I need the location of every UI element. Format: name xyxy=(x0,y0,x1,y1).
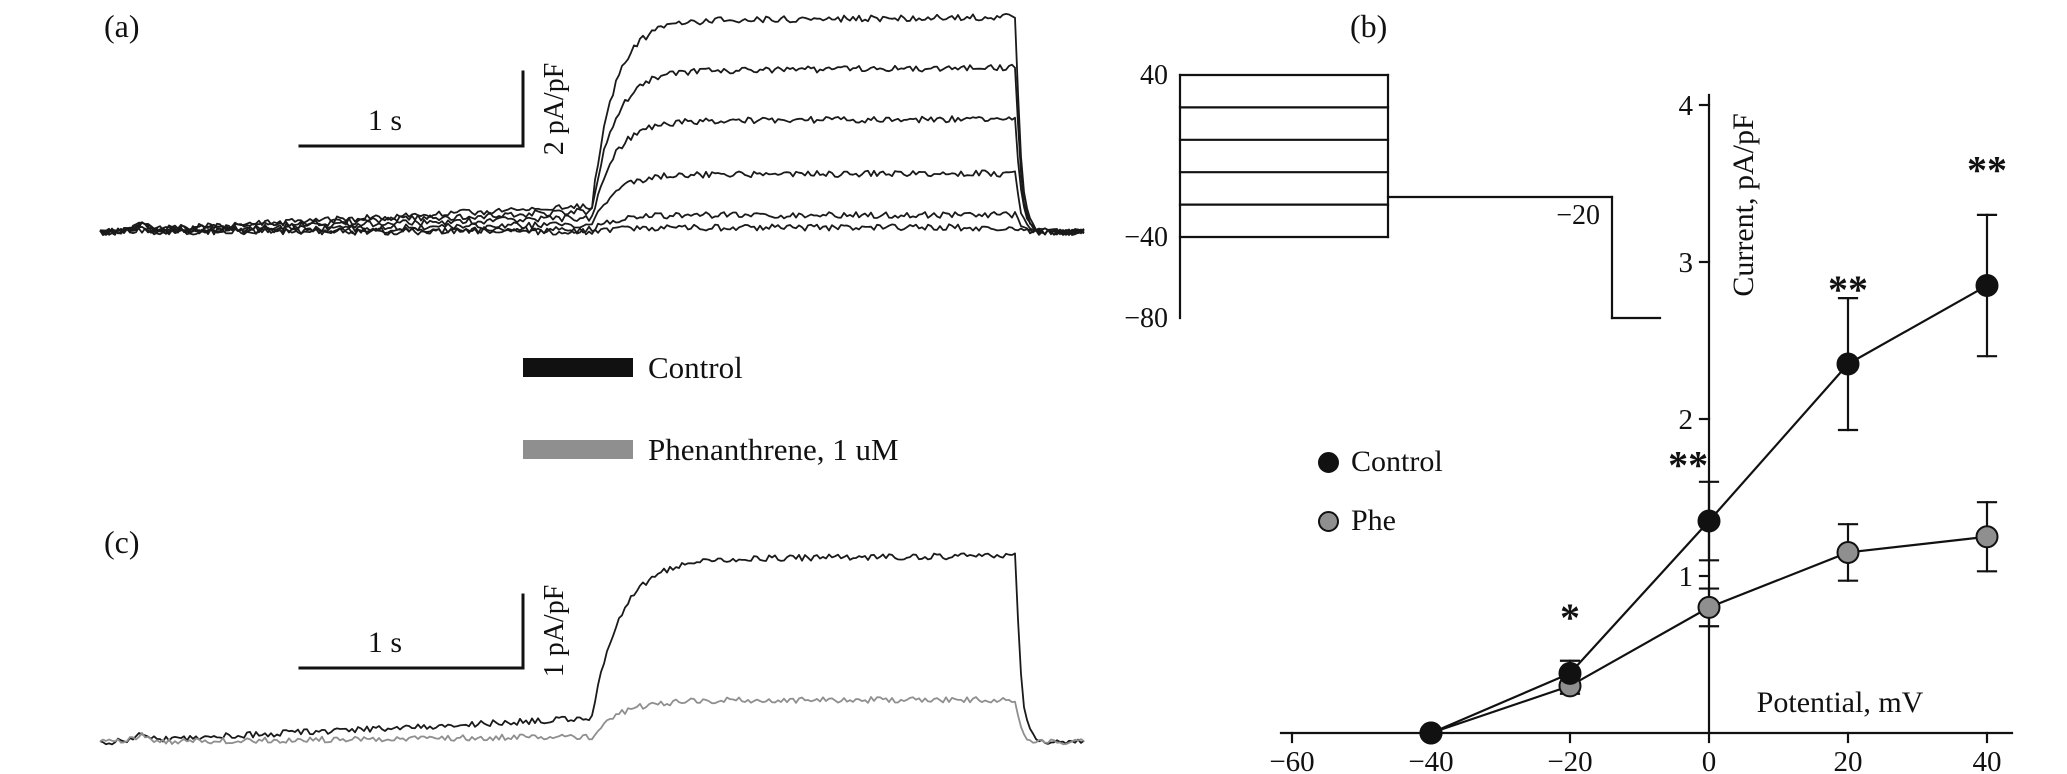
iv-xlabel: Potential, mV xyxy=(1756,686,1924,719)
svg-text:−40: −40 xyxy=(1408,746,1453,774)
protocol-label-neg80: −80 xyxy=(1124,303,1168,334)
legend-phenanthrene-label: Phenanthrene, 1 uM xyxy=(648,432,899,467)
legend-swatch-phenanthrene xyxy=(523,440,633,459)
svg-text:−20: −20 xyxy=(1547,746,1592,774)
panel-c-traces xyxy=(99,552,1085,746)
protocol-label-neg40: −40 xyxy=(1124,222,1168,253)
panel-c-label: (c) xyxy=(104,524,140,560)
scalebar-a-time-label: 1 s xyxy=(367,104,403,137)
protocol-label-neg20: −20 xyxy=(1556,200,1600,231)
iv-legend-phe: Phe xyxy=(1318,503,1396,539)
svg-text:3: 3 xyxy=(1679,247,1694,279)
voltage-protocol xyxy=(1178,73,1662,320)
svg-text:**: ** xyxy=(1828,267,1868,312)
panel-a-label: (a) xyxy=(104,8,140,44)
control-dot-icon xyxy=(1318,451,1339,473)
svg-text:**: ** xyxy=(1967,148,2007,193)
svg-text:20: 20 xyxy=(1834,746,1863,774)
svg-text:**: ** xyxy=(1668,443,1708,488)
scalebar-c-current-label: 1 pA/pF xyxy=(539,584,570,678)
svg-text:2: 2 xyxy=(1679,404,1694,436)
legend-control-label: Control xyxy=(648,350,743,385)
iv-legend-phe-label: Phe xyxy=(1351,504,1396,537)
legend-swatch-control xyxy=(523,358,633,377)
svg-text:4: 4 xyxy=(1679,90,1694,122)
svg-text:1: 1 xyxy=(1679,561,1694,593)
phe-dot-icon xyxy=(1318,510,1339,532)
iv-legend-control: Control xyxy=(1318,444,1443,480)
svg-text:0: 0 xyxy=(1702,746,1717,774)
svg-text:*: * xyxy=(1560,595,1580,640)
svg-text:40: 40 xyxy=(1973,746,2002,774)
scalebar-a-current-label: 2 pA/pF xyxy=(539,62,570,156)
protocol-label-40: 40 xyxy=(1140,60,1168,91)
panel-a-traces xyxy=(99,12,1085,237)
svg-text:−60: −60 xyxy=(1269,746,1314,774)
scale-bars xyxy=(298,70,525,670)
iv-legend-control-label: Control xyxy=(1351,445,1443,478)
scalebar-c-time-label: 1 s xyxy=(367,626,403,659)
iv-ylabel: Current, pA/pF xyxy=(1727,113,1760,297)
panel-b-label: (b) xyxy=(1350,8,1388,44)
